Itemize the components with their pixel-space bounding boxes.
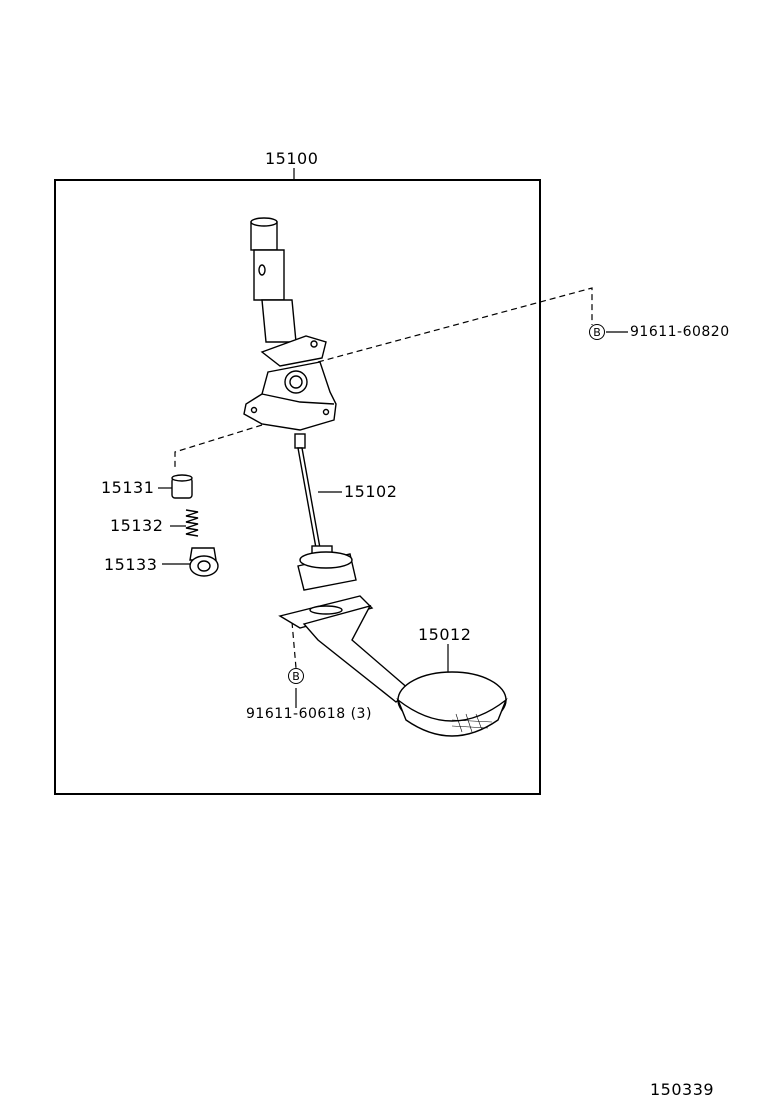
spring-part-label: 15132 <box>110 516 164 535</box>
strainer-part <box>278 595 508 737</box>
upper-bolt-part-label: 91611-60820 <box>630 324 730 340</box>
upper-bolt-dash-line <box>317 287 593 363</box>
bolt-part <box>189 547 219 577</box>
bolt-part-label: 15133 <box>104 555 158 574</box>
assembly-number-label: 15100 <box>265 149 319 168</box>
pump-drive-shaft <box>250 217 297 343</box>
plug-part <box>171 474 193 499</box>
upper-bolt-marker: B <box>589 324 605 340</box>
strainer-part-label: 15012 <box>418 625 472 644</box>
pump-body <box>243 335 337 431</box>
lower-bolt-dash-line <box>291 621 297 669</box>
rotor-shaft-part <box>294 433 357 591</box>
rotor-shaft-part-label: 15102 <box>344 482 398 501</box>
plug-dash-line <box>174 424 263 468</box>
lower-bolt-part-label: 91611-60618 (3) <box>246 706 372 722</box>
lower-bolt-marker: B <box>288 668 304 684</box>
assembly-frame <box>54 179 541 795</box>
spring-part <box>185 509 199 537</box>
illustration-number-label: 150339 <box>650 1080 715 1099</box>
plug-part-label: 15131 <box>101 478 155 497</box>
